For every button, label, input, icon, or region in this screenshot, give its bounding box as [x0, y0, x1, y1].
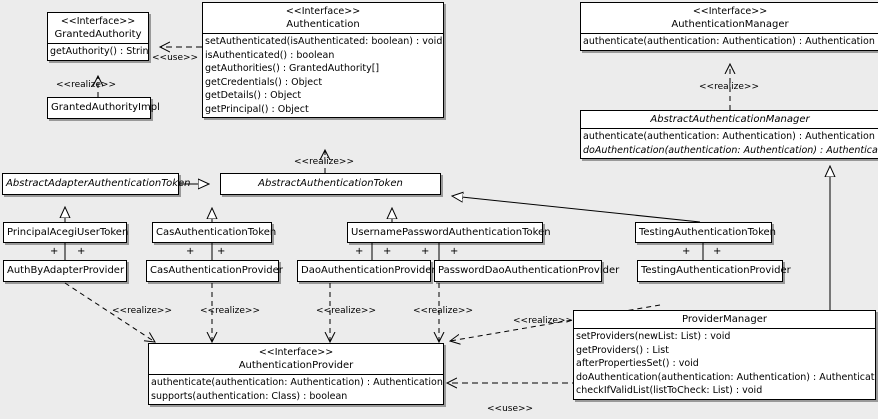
edge-label-realize-password-dao: <<realize>> [413, 306, 473, 316]
stereotype-label: <<Interface>> [60, 16, 136, 27]
method-item: authenticate(authentication: Authenticat… [583, 36, 875, 47]
method-item: authenticate(authentication: Authenticat… [151, 377, 443, 388]
class-name: CasAuthenticationProvider [150, 265, 283, 276]
class-name: AuthByAdapterProvider [7, 265, 125, 276]
method-item: getProviders() : List [576, 344, 669, 356]
method-item: checkIfValidList(listToCheck: List) : vo… [576, 385, 763, 396]
class-header: <<Interface>> AuthenticationProvider [149, 344, 443, 374]
edge-label-use-provider-manager: <<use>> [487, 404, 534, 414]
class-authentication[interactable]: <<Interface>> Authentication setAuthenti… [202, 2, 444, 118]
edge-label-realize-auth-by-adapter: <<realize>> [112, 306, 172, 316]
compartment-divider [149, 374, 443, 375]
edge-label-use-granted-authority: <<use>> [152, 53, 199, 63]
edge-label-realize-abstract-authentication-token: <<realize>> [294, 157, 354, 167]
class-name: GrantedAuthorityImpl [51, 102, 160, 113]
class-name: ProviderManager [681, 314, 767, 325]
method-compartment: authenticate(authentication: Authenticat… [581, 34, 878, 50]
association-plus: + [713, 246, 722, 257]
method-compartment: authenticate(authentication: Authenticat… [149, 375, 443, 404]
method-item: authenticate(authentication: Authenticat… [583, 131, 875, 142]
method-item: getDetails() : Object [205, 90, 302, 101]
class-granted-authority[interactable]: <<Interface>> GrantedAuthority getAuthor… [47, 12, 149, 61]
class-name: TestingAuthenticationToken [639, 227, 777, 238]
method-item: getAuthority() : String [50, 46, 148, 57]
stereotype-label: <<Interface>> [285, 6, 361, 17]
compartment-divider [574, 328, 875, 329]
class-name: AuthenticationProvider [238, 360, 354, 371]
compartment-divider [581, 128, 878, 129]
edge-label-realize-cas: <<realize>> [200, 306, 260, 316]
class-name: PasswordDaoAuthenticationProvider [438, 265, 620, 276]
class-header: <<Interface>> Authentication [203, 3, 443, 33]
compartment-divider [581, 33, 878, 34]
class-abstract-adapter-authentication-token[interactable]: AbstractAdapterAuthenticationToken [2, 173, 191, 195]
class-auth-by-adapter-provider[interactable]: AuthByAdapterProvider [3, 260, 127, 282]
class-dao-authentication-provider[interactable]: DaoAuthenticationProvider [297, 260, 436, 282]
class-name: PrincipalAcegiUserToken [7, 227, 129, 238]
method-item: setAuthenticated(isAuthenticated: boolea… [205, 36, 443, 47]
method-item: doAuthentication(authentication: Authent… [576, 371, 875, 383]
method-item: doAuthentication(authentication: Authent… [583, 144, 878, 156]
association-plus: + [50, 246, 59, 257]
class-name: AuthenticationManager [671, 19, 789, 30]
association-plus: + [682, 246, 691, 257]
association-plus: + [217, 246, 226, 257]
class-abstract-authentication-manager[interactable]: AbstractAuthenticationManager authentica… [580, 110, 878, 159]
class-name: TestingAuthenticationProvider [641, 265, 791, 276]
class-name: Authentication [286, 19, 360, 30]
method-compartment: setProviders(newList: List) : void getPr… [574, 329, 875, 399]
class-header: AbstractAuthenticationManager [581, 111, 878, 128]
method-item: getPrincipal() : Object [205, 103, 309, 115]
class-abstract-authentication-token[interactable]: AbstractAuthenticationToken [220, 173, 441, 195]
class-provider-manager[interactable]: ProviderManager setProviders(newList: Li… [573, 310, 876, 400]
association-plus: + [383, 246, 392, 257]
method-item: afterPropertiesSet() : void [576, 358, 699, 369]
class-name: DaoAuthenticationProvider [301, 265, 436, 276]
class-name: CasAuthenticationToken [156, 227, 277, 238]
method-compartment: getAuthority() : String [48, 44, 148, 60]
edge-label-realize-provider-manager: <<realize>> [513, 316, 573, 326]
class-name: AbstractAdapterAuthenticationToken [6, 178, 191, 189]
class-granted-authority-impl[interactable]: GrantedAuthorityImpl [47, 97, 160, 119]
method-compartment: authenticate(authentication: Authenticat… [581, 129, 878, 158]
class-name: AbstractAuthenticationManager [650, 114, 810, 125]
class-header: <<Interface>> AuthenticationManager [581, 3, 878, 33]
stereotype-label: <<Interface>> [692, 6, 768, 17]
class-name: UsernamePasswordAuthenticationToken [351, 227, 551, 238]
method-item: getAuthorities() : GrantedAuthority[] [205, 63, 380, 74]
method-item: supports(authentication: Class) : boolea… [151, 390, 348, 402]
association-plus: + [421, 246, 430, 257]
method-item: getCredentials() : Object [205, 76, 323, 88]
class-cas-authentication-token[interactable]: CasAuthenticationToken [152, 222, 277, 243]
class-header: ProviderManager [574, 311, 875, 328]
compartment-divider [48, 43, 148, 44]
class-header: <<Interface>> GrantedAuthority [48, 13, 148, 43]
class-password-dao-authentication-provider[interactable]: PasswordDaoAuthenticationProvider [434, 260, 620, 282]
class-testing-authentication-provider[interactable]: TestingAuthenticationProvider [637, 260, 791, 282]
class-authentication-manager[interactable]: <<Interface>> AuthenticationManager auth… [580, 2, 878, 51]
method-item: setProviders(newList: List) : void [576, 331, 731, 342]
compartment-divider [203, 33, 443, 34]
class-name: GrantedAuthority [54, 29, 142, 40]
association-plus: + [450, 246, 459, 257]
edge-label-realize-dao: <<realize>> [316, 306, 376, 316]
method-compartment: setAuthenticated(isAuthenticated: boolea… [203, 34, 443, 117]
class-principal-acegi-user-token[interactable]: PrincipalAcegiUserToken [3, 222, 129, 243]
edge-label-realize-granted-authority-impl: <<realize>> [56, 80, 116, 90]
association-plus: + [186, 246, 195, 257]
method-item: isAuthenticated() : boolean [205, 49, 335, 61]
association-plus: + [77, 246, 86, 257]
class-cas-authentication-provider[interactable]: CasAuthenticationProvider [146, 260, 283, 282]
association-plus: + [355, 246, 364, 257]
class-testing-authentication-token[interactable]: TestingAuthenticationToken [635, 222, 777, 243]
stereotype-label: <<Interface>> [258, 347, 334, 358]
class-authentication-provider[interactable]: <<Interface>> AuthenticationProvider aut… [148, 343, 444, 405]
class-name: AbstractAuthenticationToken [258, 178, 403, 189]
class-username-password-authentication-token[interactable]: UsernamePasswordAuthenticationToken [347, 222, 551, 243]
edge-label-realize-abstract-authentication-manager: <<realize>> [699, 82, 759, 92]
